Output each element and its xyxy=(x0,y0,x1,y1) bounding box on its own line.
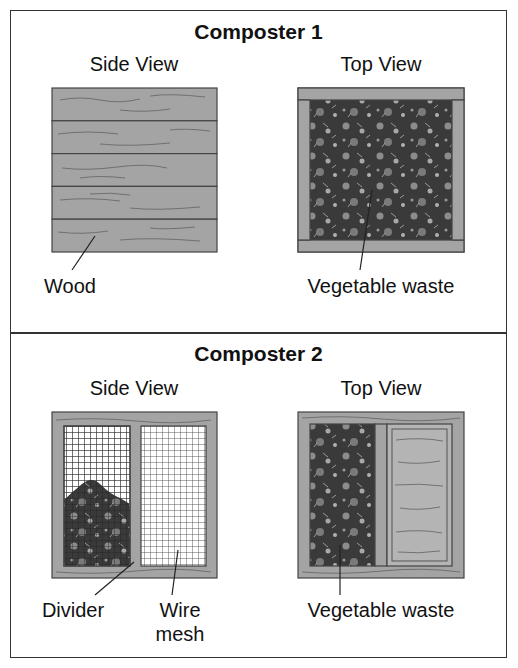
part-label: Side View xyxy=(54,52,214,76)
part-label: Divider xyxy=(28,598,118,622)
panel-heading: Composter 1 xyxy=(11,20,506,44)
part-label: Side View xyxy=(54,376,214,400)
part-label: Top View xyxy=(301,52,461,76)
part-label: Vegetable waste xyxy=(281,274,481,298)
part-label: Top View xyxy=(301,376,461,400)
part-label: Wood xyxy=(30,274,110,298)
part-label: Vegetable waste xyxy=(281,598,481,622)
part-label: Wire mesh xyxy=(150,598,210,646)
panel-heading: Composter 2 xyxy=(11,342,506,366)
